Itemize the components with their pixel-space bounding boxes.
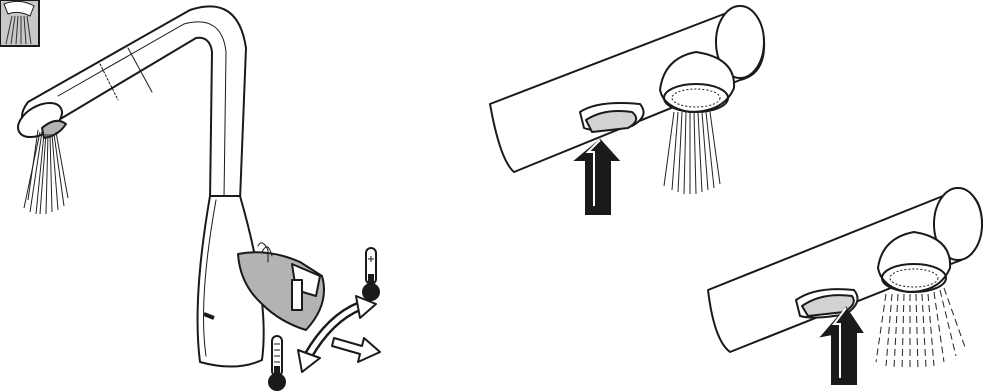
press-arrow-icon [573, 138, 621, 215]
rotate-arrow-icon [297, 295, 377, 373]
pull-arrow-icon [331, 337, 381, 363]
thumbnail-icon [0, 0, 40, 47]
water-spray-overview [23, 129, 69, 215]
water-spray-shower [875, 287, 967, 371]
hot-thermometer-icon [268, 335, 286, 391]
spray-panel-shower [707, 187, 983, 385]
water-spray-aerated [663, 111, 721, 195]
spray-panel-aerated [489, 5, 766, 215]
cold-thermometer-icon [362, 247, 380, 301]
faucet-drawing [17, 5, 325, 368]
press-arrow-icon [819, 306, 864, 385]
